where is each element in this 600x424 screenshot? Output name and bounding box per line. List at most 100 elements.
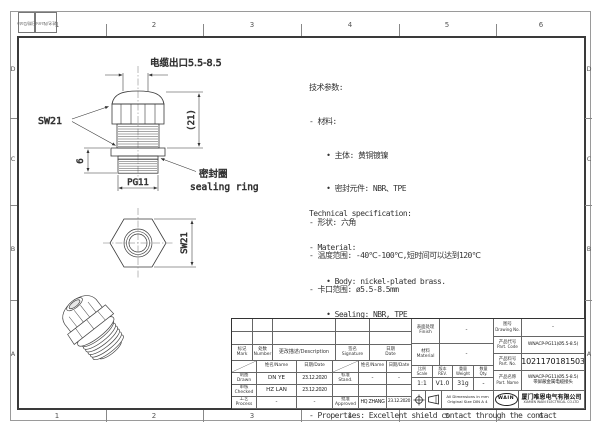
rev-blank-cell xyxy=(253,319,273,332)
corner-cell: 姓名/Name xyxy=(35,12,57,33)
drawing-no-value: - xyxy=(522,319,585,337)
label-en: Part. Code xyxy=(497,344,518,350)
note-line: Original Size DIN A 4 xyxy=(447,398,488,404)
value: - xyxy=(275,398,278,405)
zone-number: 2 xyxy=(151,21,157,29)
iso-hole-inner xyxy=(68,299,81,310)
spec-line: Technical specification: xyxy=(309,209,412,219)
dim-sw21-front: SW21 xyxy=(38,116,62,127)
zone-letter: B xyxy=(10,245,16,253)
zone-number: 3 xyxy=(249,21,255,29)
gland-cap-dome xyxy=(111,90,165,105)
value: - xyxy=(465,327,468,334)
value: - xyxy=(398,374,400,381)
spec-line: • 密封元件: NBR、TPE xyxy=(309,184,406,194)
zone-number: 1 xyxy=(54,412,60,420)
zone-number: 6 xyxy=(538,412,544,420)
label-cn: 版本 xyxy=(438,366,447,372)
value: - xyxy=(313,398,316,405)
label-en: Part. Name xyxy=(496,379,519,385)
zone-tick xyxy=(399,410,400,422)
corner-filing-block: 日期/Date 姓名/Name xyxy=(17,12,57,33)
dim-pg11: PG11 xyxy=(127,178,149,188)
label-cn: 材料 xyxy=(421,348,430,354)
qty-value: - xyxy=(474,378,494,391)
zone-number: 5 xyxy=(444,412,450,420)
label-en: Part. No. xyxy=(498,361,517,367)
rev-blank-cell xyxy=(253,332,273,345)
value: 31g xyxy=(457,379,469,387)
rev-blank-cell xyxy=(273,332,336,345)
value: 23.12.2020 xyxy=(302,375,327,381)
company-name-cn: 厦门唯恩电气有限公司 xyxy=(521,393,582,401)
weight-value: 31g xyxy=(453,378,474,391)
corner-cell: 日期/Date xyxy=(17,12,36,33)
subheader-name: 姓名/Name xyxy=(359,361,387,373)
col-header-description: 更改描述/Description xyxy=(273,345,336,361)
dimensions-note: All Dimensions in mm Original Size DIN A… xyxy=(442,391,494,409)
label: 日期/Date xyxy=(304,363,325,369)
label-en: Date xyxy=(385,351,396,357)
zone-tick xyxy=(496,24,497,36)
sheet-outer-border xyxy=(10,11,591,421)
checked-date: 23.12.2020 xyxy=(297,385,333,397)
spec-line: - 温度范围: -40℃-100℃,短时间可以达到120℃ xyxy=(309,251,481,261)
value: 1:1 xyxy=(417,379,427,387)
rev-blank-cell xyxy=(370,319,412,332)
label-cn: 图号 xyxy=(503,322,512,328)
label-en: Weight xyxy=(456,370,470,376)
part-code-value: WNACP-PG11(Ø5.5-8.5) xyxy=(522,337,585,354)
zone-letter: A xyxy=(586,350,592,358)
label-cn: 产品名称 xyxy=(498,375,517,381)
isometric-view xyxy=(62,295,124,361)
label-cn: 数量 xyxy=(479,366,488,372)
zone-letter: A xyxy=(10,350,16,358)
value: - xyxy=(465,350,468,357)
logo-text: WAIN xyxy=(497,396,515,402)
spec-line: • 主体: 黄铜镀镍 xyxy=(309,150,388,160)
spec-line: - 卡口范围: ø5.5-8.5mm xyxy=(309,285,399,295)
value: - xyxy=(552,323,554,330)
wain-logo: WAIN xyxy=(494,393,518,406)
label-en: Approved xyxy=(334,401,357,407)
label-en: Drawn xyxy=(236,377,252,383)
scale-value: 1:1 xyxy=(412,378,433,391)
value: WNACP-PG11(Ø5.5-8.5) xyxy=(527,341,579,347)
spec-line: - 形状: 六角 xyxy=(309,217,356,227)
label-en: Signature xyxy=(341,351,364,357)
label-en: Number xyxy=(253,351,272,357)
projection-note-row: All Dimensions in mm Original Size DIN A… xyxy=(412,391,494,409)
dim-cable-outlet: 电缆出口5.5-8.5 xyxy=(150,57,222,69)
subheader-date: 日期/Date xyxy=(387,361,412,373)
label-en: Scale xyxy=(416,370,428,376)
zone-number: 6 xyxy=(538,21,544,29)
rev-blank-cell xyxy=(336,319,370,332)
zone-letter: D xyxy=(586,65,592,73)
label-en: Checked xyxy=(234,389,254,395)
zone-tick xyxy=(203,410,204,422)
zone-tick xyxy=(585,205,592,206)
label-cn: 标记 xyxy=(237,346,247,352)
zone-number: 4 xyxy=(347,412,353,420)
diag-cell xyxy=(232,361,257,373)
zone-tick xyxy=(10,300,17,301)
label-seal-en: sealing ring xyxy=(190,182,259,193)
zone-tick xyxy=(106,24,107,36)
approved-name: HQ ZHANG xyxy=(359,397,387,409)
rev-blank-cell xyxy=(232,332,253,345)
stand-name: - xyxy=(359,373,387,385)
gland-lower-thread xyxy=(117,158,159,174)
label-cn: 工艺 xyxy=(239,397,249,402)
value: 23.12.2020 xyxy=(302,387,327,393)
part-name-line2: 带屏蔽金属电缆接头 xyxy=(533,379,573,385)
label-cn: 产品代号 xyxy=(498,339,517,345)
zone-number: 3 xyxy=(249,412,255,420)
rev-blank-cell xyxy=(273,319,336,332)
